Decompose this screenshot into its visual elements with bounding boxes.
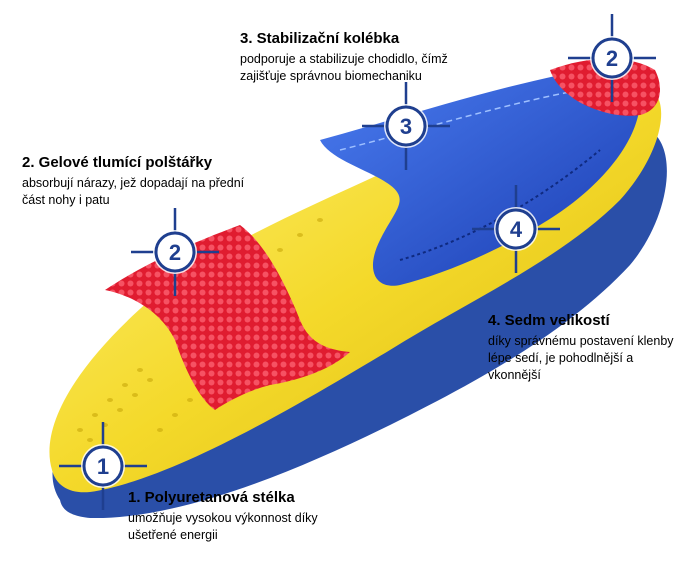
- heel-gel-pad: [550, 58, 660, 116]
- callout-3-description: podporuje a stabilizuje chodidlo, čímž z…: [240, 52, 448, 83]
- callout-1-description: umožňuje vysokou výkonnost díky ušetřené…: [128, 511, 318, 542]
- callout-2: 2. Gelové tlumící polštářky absorbují ná…: [22, 154, 282, 209]
- callout-3-title: 3. Stabilizační kolébka: [240, 30, 400, 47]
- cradle-stitching: [339, 89, 581, 151]
- perforations: [77, 218, 323, 442]
- cradle-ribs: [399, 149, 601, 261]
- callout-4-description: díky správnému postavení klenby lépe sed…: [488, 334, 674, 382]
- marker-1-0: 1: [59, 422, 147, 510]
- marker-circle: [385, 105, 427, 147]
- marker-number: 3: [400, 114, 412, 139]
- marker-number: 4: [510, 217, 523, 242]
- marker-2-1: 2: [131, 208, 219, 296]
- marker-number: 2: [169, 240, 181, 265]
- callout-1-title: 1. Polyuretanová stélka: [128, 489, 295, 506]
- callout-1: 1. Polyuretanová stélka umožňuje vysokou…: [128, 489, 388, 544]
- marker-circle: [82, 445, 124, 487]
- marker-circle: [495, 208, 537, 250]
- marker-circle: [154, 231, 196, 273]
- marker-circle: [591, 37, 633, 79]
- marker-3-3: 3: [362, 82, 450, 170]
- callout-4: 4. Sedm velikostí díky správnému postave…: [488, 312, 693, 384]
- callout-2-description: absorbují nárazy, jež dopadají na přední…: [22, 176, 245, 207]
- marker-2-2: 2: [568, 14, 656, 102]
- marker-4-4: 4: [472, 185, 560, 273]
- callout-2-title: 2. Gelové tlumící polštářky: [22, 154, 213, 171]
- callout-4-title: 4. Sedm velikostí: [488, 312, 610, 329]
- marker-number: 2: [606, 46, 618, 71]
- marker-number: 1: [97, 454, 109, 479]
- callout-3: 3. Stabilizační kolébka podporuje a stab…: [240, 30, 480, 85]
